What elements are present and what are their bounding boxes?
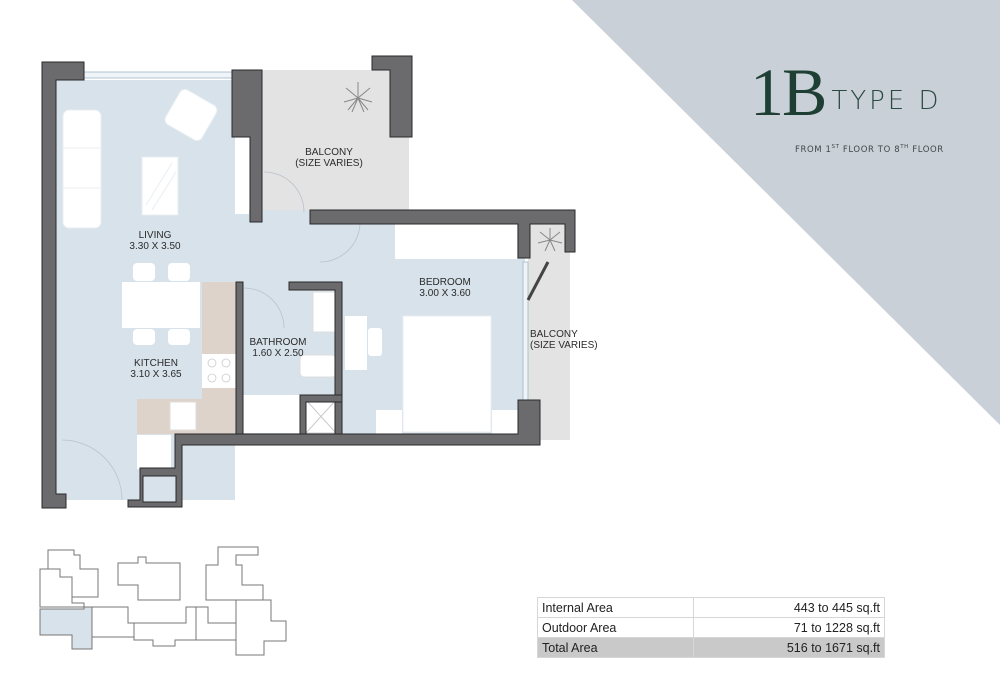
cooktop [202,354,236,388]
shower-tray [243,395,301,433]
table-row-total: Total Area 516 to 1671 sq.ft [537,637,886,658]
unit-code: 1B [750,54,827,130]
bedroom-window [522,261,529,403]
table-row: Outdoor Area 71 to 1228 sq.ft [537,617,886,638]
balcony-side-label: BALCONY(SIZE VARIES) [530,329,598,351]
plant-icon [343,82,563,252]
balcony-top-label: BALCONY(SIZE VARIES) [295,147,363,169]
coffee-table [141,156,179,216]
row-value: 443 to 445 sq.ft [692,597,886,618]
row-value: 71 to 1228 sq.ft [692,617,886,638]
nightstand-right [492,410,518,434]
armchair [164,88,218,142]
row-label: Internal Area [537,597,694,618]
row-label: Outdoor Area [537,617,694,638]
bath-vanity [312,291,336,333]
row-value: 516 to 1671 sq.ft [692,637,886,658]
living-window [83,71,235,79]
desk [345,316,367,370]
balcony-top-area [262,70,409,210]
area-table: Internal Area 443 to 445 sq.ft Outdoor A… [537,597,886,658]
dining-set [122,263,200,345]
table-row: Internal Area 443 to 445 sq.ft [537,597,886,618]
row-label: Total Area [537,637,694,658]
key-plan [39,546,287,656]
chair [368,328,382,356]
bed [402,315,492,433]
walls [41,55,576,509]
current-unit-highlight [39,606,93,650]
sofa [62,109,102,229]
floor-range: FROM 1ST FLOOR TO 8TH FLOOR [795,144,944,155]
tv-unit [235,148,249,214]
wardrobe [395,224,517,259]
nightstand-left [376,410,402,434]
kitchen-sink [169,401,197,431]
fridge [137,435,171,469]
unit-type: TYPE D [831,86,942,116]
